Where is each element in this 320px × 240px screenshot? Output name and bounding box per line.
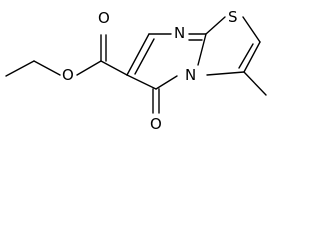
atom-label-bridgehead-nitrogen: N [185, 66, 196, 84]
bond-c5-c6 [126, 74, 157, 90]
atom-labels: O O N S N O [62, 8, 238, 133]
bond-carbonyl-c-c6 [100, 60, 128, 76]
bond-c2-c3-inner [238, 43, 254, 69]
bond-c6-c7-inner [134, 38, 155, 75]
bond-ethyl-ch3-ch2 [5, 60, 35, 77]
bond-c2-c3 [243, 41, 261, 73]
atom-label-ester-carbonyl-oxygen: O [98, 9, 110, 27]
atom-label-ring-nitrogen: N [174, 24, 185, 42]
atom-label-ketone-oxygen: O [150, 115, 162, 133]
atom-label-ester-ether-oxygen: O [62, 66, 74, 84]
chemical-structure: O O N S N O [5, 8, 267, 133]
bond-ethyl-ch2-o [33, 60, 61, 76]
ethyl-ester-chain [5, 34, 128, 77]
bond-n4-c5 [155, 75, 178, 90]
bond-c8a-s [205, 16, 226, 35]
bond-o-carbonyl-carbon [76, 60, 102, 76]
pyrimidine-ring [126, 33, 207, 114]
thiazole-ring [205, 16, 267, 96]
bond-c3-n4 [206, 71, 245, 76]
bond-c8a-n4 [197, 33, 207, 66]
bond-c6-c7 [126, 33, 150, 76]
atom-label-sulfur: S [228, 8, 238, 26]
bond-s-c2 [242, 16, 261, 43]
bond-c3-methyl [243, 71, 267, 96]
